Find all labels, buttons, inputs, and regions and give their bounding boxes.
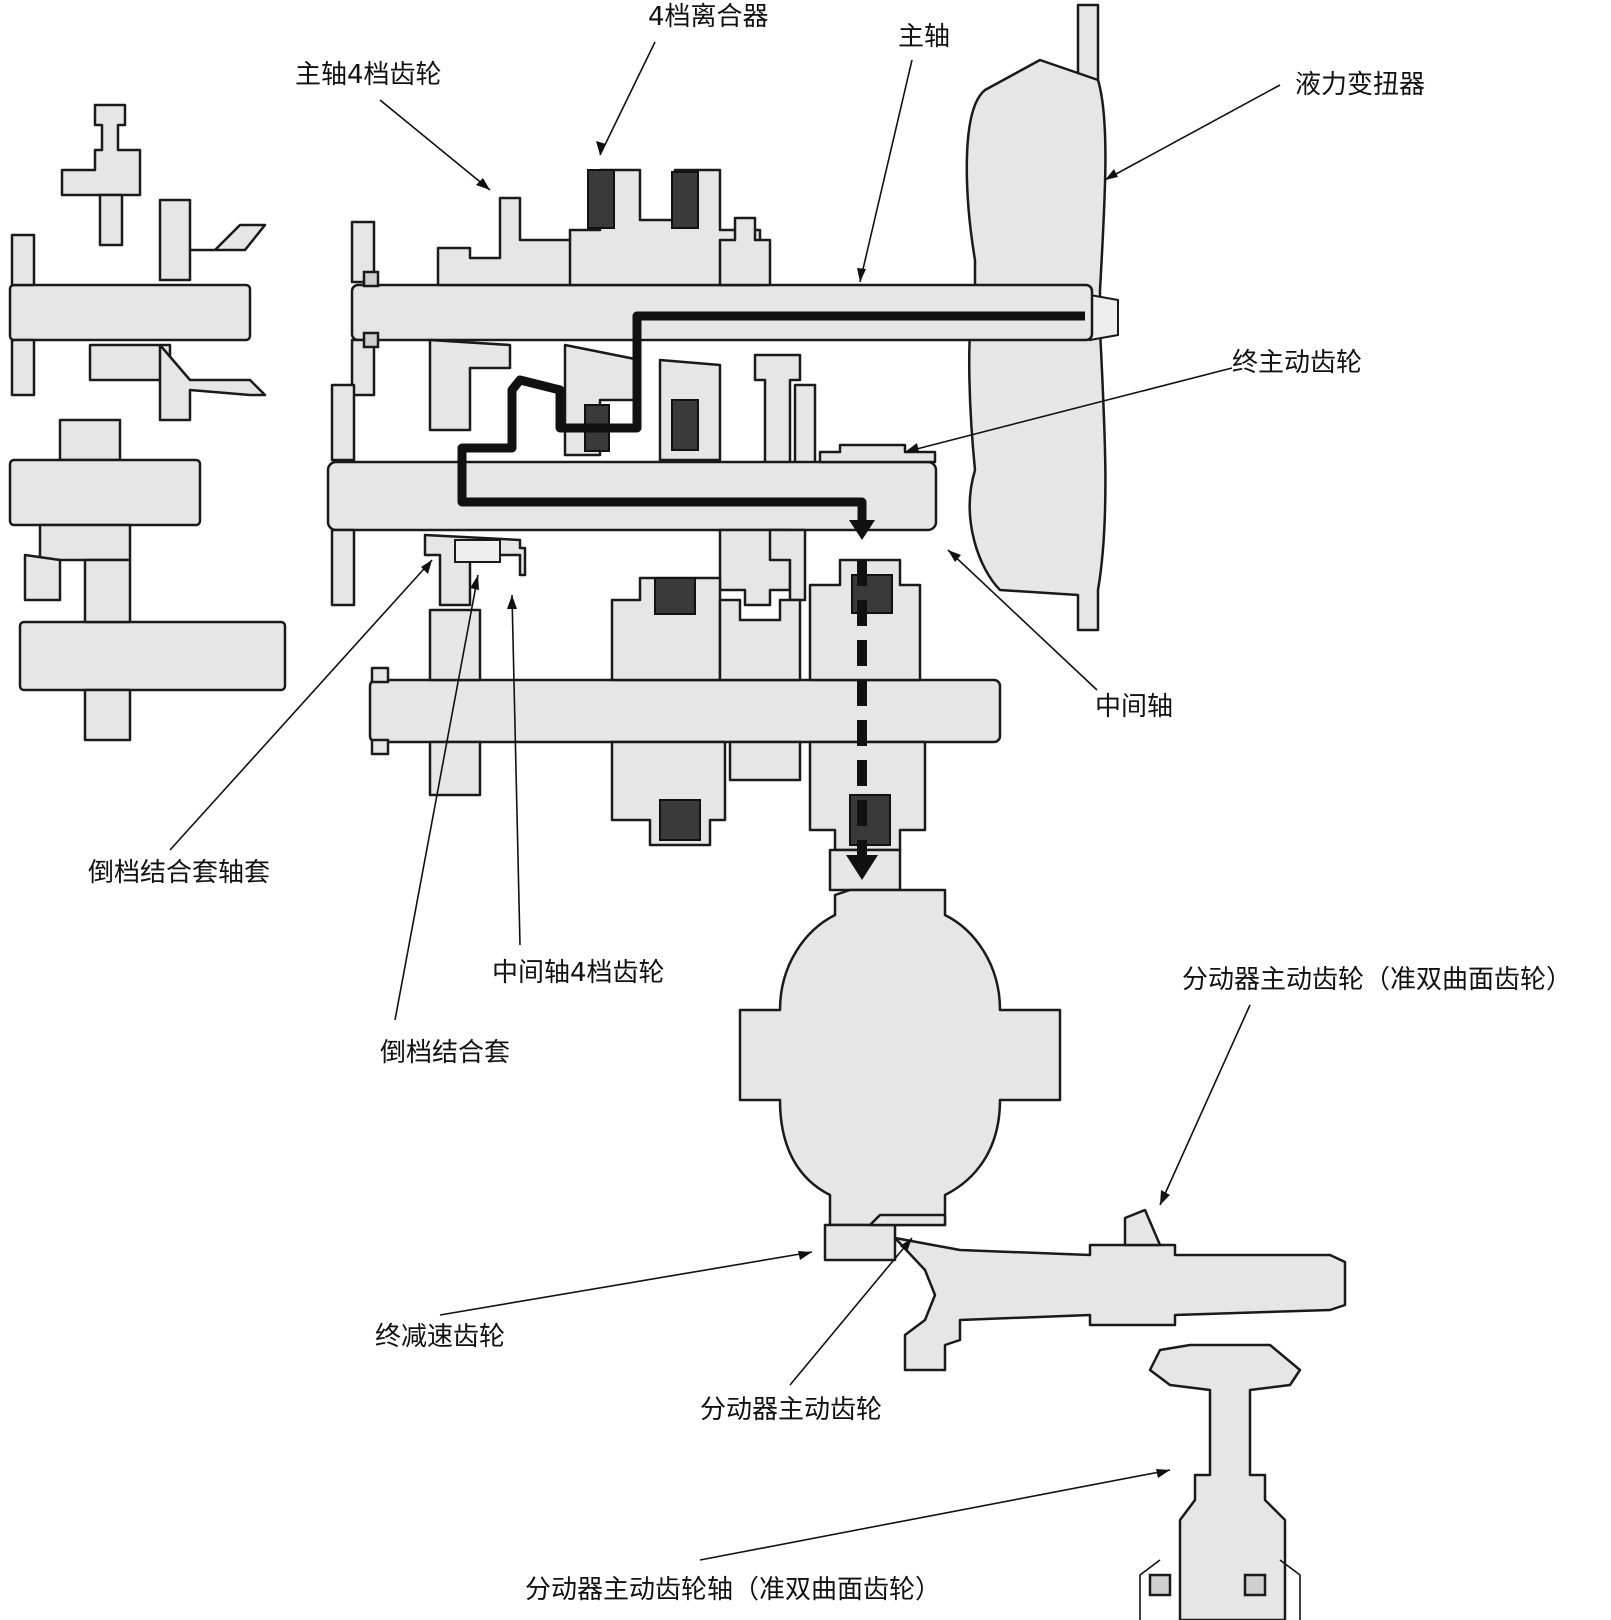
transfer-assembly bbox=[893, 1208, 1347, 1620]
label-countershaft-4th-gear: 中间轴4档齿轮 bbox=[492, 958, 665, 988]
label-transfer-drive-shaft-hypoid: 分动器主动齿轮轴（准双曲面齿轮） bbox=[525, 1575, 942, 1605]
label-final-driven-gear: 终减速齿轮 bbox=[375, 1322, 506, 1352]
label-mainshaft: 主轴 bbox=[898, 22, 951, 52]
countershaft-assembly bbox=[326, 383, 938, 607]
label-reverse-sleeve: 倒档结合套 bbox=[380, 1038, 511, 1068]
label-mainshaft-4th-gear: 主轴4档齿轮 bbox=[295, 60, 442, 90]
label-transfer-drive-gear-hypoid: 分动器主动齿轮（准双曲面齿轮） bbox=[1182, 965, 1573, 995]
label-4th-clutch: 4档离合器 bbox=[648, 2, 769, 32]
label-torque-converter: 液力变扭器 bbox=[1295, 70, 1426, 100]
torque-converter-housing bbox=[965, 3, 1119, 632]
label-reverse-hub: 倒档结合套轴套 bbox=[88, 858, 271, 888]
left-shaft-assembly bbox=[8, 103, 287, 742]
power-flow-path bbox=[457, 311, 1085, 880]
differential-assembly bbox=[738, 888, 1062, 1262]
secondary-shaft-assembly bbox=[368, 558, 1002, 892]
leader-lines bbox=[169, 41, 1281, 1561]
label-countershaft: 中间轴 bbox=[1095, 692, 1174, 722]
label-final-drive-gear: 终主动齿轮 bbox=[1232, 348, 1363, 378]
label-transfer-drive-gear: 分动器主动齿轮 bbox=[700, 1395, 883, 1425]
